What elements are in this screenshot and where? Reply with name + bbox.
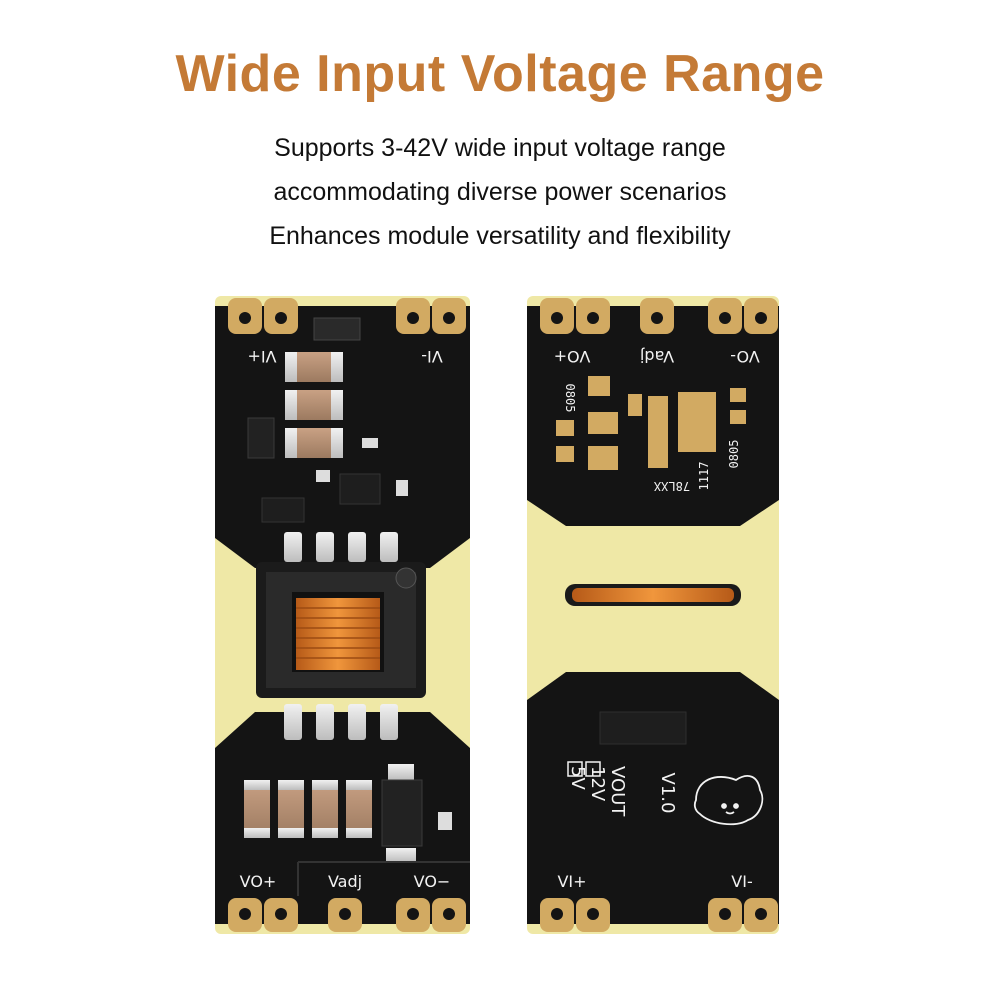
front-label-vi-plus: VI+ (247, 347, 276, 366)
front-label-vo-minus: VO− (414, 872, 451, 891)
back-version: V1.0 (657, 773, 678, 814)
back-bottom-pads (540, 898, 778, 932)
smd-resistor-2 (316, 470, 330, 482)
front-top-pads (228, 298, 466, 334)
front-label-vi-minus: VI- (421, 347, 442, 366)
vout-5v: 5V (567, 766, 588, 790)
feature-line-2: accommodating diverse power scenarios (273, 178, 727, 206)
back-label-0805-right: 0805 (727, 440, 741, 469)
front-bottom-pads (228, 898, 466, 932)
back-bottom-mask (527, 672, 779, 924)
back-label-78lxx: 78LXX (653, 479, 690, 493)
front-label-vo-plus: VO+ (240, 872, 277, 891)
controller-ic (339, 473, 381, 505)
back-label-vadj: Vadj (640, 347, 674, 366)
feature-line-3: Enhances module versatility and flexibil… (269, 222, 731, 250)
transformer (256, 562, 426, 698)
back-label-vo-minus: VO- (730, 347, 759, 366)
back-blank-pad (599, 711, 687, 745)
back-label-vi-plus: VI+ (557, 872, 586, 891)
transformer-pins-bottom (284, 704, 398, 740)
back-label-0805-left: 0805 (563, 384, 577, 413)
back-label-vo-plus: VO+ (554, 347, 591, 366)
ceramic-capacitors-top (285, 352, 343, 458)
mascot-logo (693, 775, 764, 826)
vout-silkscreen: VOUT 12V 5V (567, 766, 628, 817)
vout-12v: 12V (587, 766, 608, 802)
smd-resistor-3 (396, 480, 408, 496)
transformer-pins-top (284, 532, 398, 562)
back-label-1117: 1117 (697, 462, 711, 491)
sot-transistor (247, 417, 275, 459)
back-footprints (556, 376, 746, 470)
front-board: VI+ VI- VO+ Vadj VO− (215, 296, 470, 934)
vout-select-box-1 (567, 761, 583, 777)
smd-resistor-1 (362, 438, 378, 448)
sot-regulator (261, 497, 305, 523)
vout-title: VOUT (607, 766, 628, 817)
ceramic-capacitors-bottom (244, 780, 372, 838)
vout-select-box-2 (585, 761, 601, 777)
back-label-vi-minus: VI- (731, 872, 752, 891)
feature-line-1: Supports 3-42V wide input voltage range (274, 134, 726, 162)
front-label-vadj: Vadj (328, 872, 362, 891)
back-top-pads (540, 298, 778, 334)
smd-resistor-4 (438, 812, 452, 830)
headline: Wide Input Voltage Range (175, 45, 825, 103)
back-board: VO+ Vadj VO- 0805 0805 1117 78LXX VOUT 1… (527, 296, 779, 934)
output-regulator (381, 764, 423, 862)
diode (313, 317, 361, 341)
